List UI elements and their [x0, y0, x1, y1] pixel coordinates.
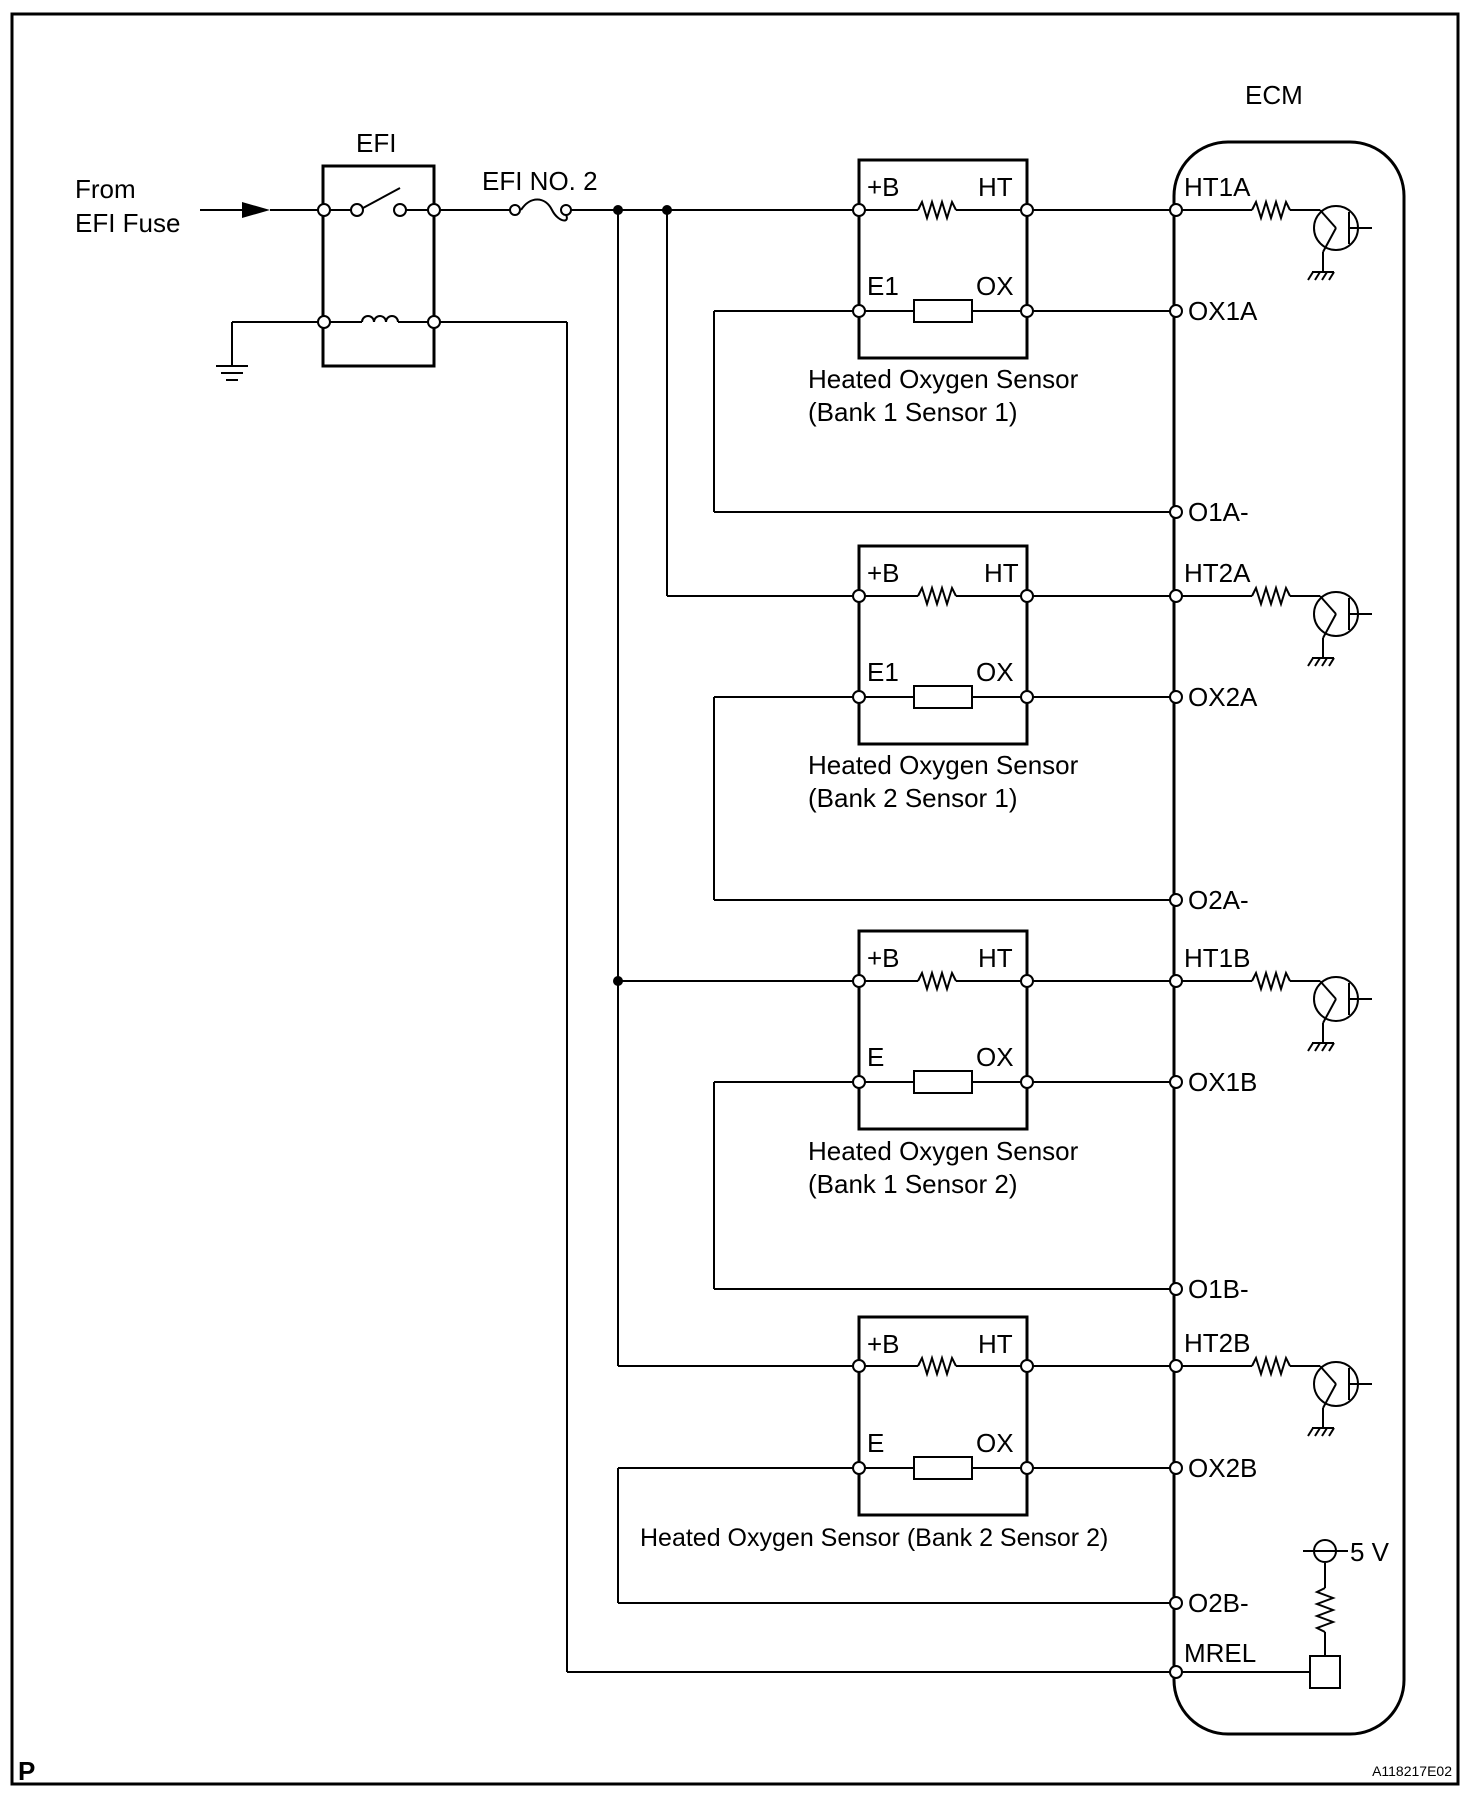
sensor-pin-e: E1: [867, 657, 899, 687]
ecm-supply-label: 5 V: [1350, 1537, 1390, 1567]
source-label-line1: From: [75, 174, 136, 204]
sensor-pin-ox: OX: [976, 657, 1014, 687]
sensor-pin-b: +B: [867, 1329, 900, 1359]
footer-code-left: P: [18, 1756, 35, 1786]
sensor-name: Heated Oxygen Sensor: [808, 364, 1079, 394]
ecm-terminal-ox2a: OX2A: [1188, 682, 1258, 712]
ecm-terminal-o2a: O2A-: [1188, 885, 1249, 915]
sensor-pin-ht: HT: [978, 172, 1013, 202]
ecm-terminal-ox2b: OX2B: [1188, 1453, 1257, 1483]
sensor-pin-b: +B: [867, 558, 900, 588]
ecm-terminal-o2b: O2B-: [1188, 1588, 1249, 1618]
source-label-line2: EFI Fuse: [75, 208, 180, 238]
ecm-label: ECM: [1245, 80, 1303, 110]
sensor-name: Heated Oxygen Sensor: [808, 750, 1079, 780]
sensor-pin-ht: HT: [978, 943, 1013, 973]
sensor-position: (Bank 1 Sensor 1): [808, 397, 1018, 427]
efi-fuse-label: EFI NO. 2: [482, 166, 598, 196]
ecm-heater-driver-2: [1182, 584, 1372, 667]
ecm-terminal-o1b: O1B-: [1188, 1274, 1249, 1304]
ecm-terminal-ht2b: HT2B: [1184, 1328, 1250, 1358]
ecm-heater-driver-4: [1182, 1354, 1372, 1437]
ecm-terminal-ht1a: HT1A: [1184, 172, 1251, 202]
source-arrow: [200, 202, 270, 218]
ecm-terminal-ht1b: HT1B: [1184, 943, 1250, 973]
ecm-heater-driver-3: [1182, 969, 1372, 1052]
ecm-terminal-ht2a: HT2A: [1184, 558, 1251, 588]
diagram-frame: [10, 12, 1460, 1786]
sensor-pin-ht: HT: [978, 1329, 1013, 1359]
sensor-position: (Bank 1 Sensor 2): [808, 1169, 1018, 1199]
sensor-name: Heated Oxygen Sensor (Bank 2 Sensor 2): [640, 1524, 1108, 1552]
sensor-pin-e: E: [867, 1042, 884, 1072]
sensor-bank1-sensor2: +B HT E OX Heated Oxygen Sensor (Bank 1 …: [713, 929, 1176, 1290]
ecm-heater-driver-1: [1182, 198, 1372, 281]
ground-symbol: [216, 321, 318, 381]
sensor-pin-ht: HT: [984, 558, 1019, 588]
ecm-terminal-ox1a: OX1A: [1188, 296, 1258, 326]
sensor-pin-ox: OX: [976, 1042, 1014, 1072]
ecm-terminal-o1a: O1A-: [1188, 497, 1249, 527]
sensor-bank2-sensor1: +B HT E1 OX Heated Oxygen Sensor (Bank 2…: [713, 544, 1176, 901]
sensor-pin-ox: OX: [976, 271, 1014, 301]
ecm-terminal-ox1b: OX1B: [1188, 1067, 1257, 1097]
sensor-pin-ox: OX: [976, 1428, 1014, 1458]
footer-code-right: A118217E02: [1372, 1763, 1452, 1779]
sensor-name: Heated Oxygen Sensor: [808, 1136, 1079, 1166]
sensor-pin-e: E1: [867, 271, 899, 301]
sensor-position: (Bank 2 Sensor 1): [808, 783, 1018, 813]
sensor-pin-b: +B: [867, 943, 900, 973]
sensor-pin-e: E: [867, 1428, 884, 1458]
efi-relay: EFI: [270, 128, 441, 368]
ecm-mrel-pullup: 5 V: [1182, 1537, 1390, 1689]
ecm-terminal-mrel: MREL: [1184, 1638, 1256, 1668]
efi-no2-fuse: [440, 198, 666, 222]
efi-relay-label: EFI: [356, 128, 396, 158]
sensor-bank2-sensor2: +B HT E OX Heated Oxygen Sensor (Bank 2 …: [617, 1315, 1176, 1604]
sensor-bank1-sensor1: +B HT E1 OX Heated Oxygen Sensor (Bank 1…: [713, 158, 1176, 513]
sensor-pin-b: +B: [867, 172, 900, 202]
ecm-unit: ECM HT1A OX1A O1A- HT2A OX2A O2A- HT1B O…: [1169, 80, 1406, 1736]
